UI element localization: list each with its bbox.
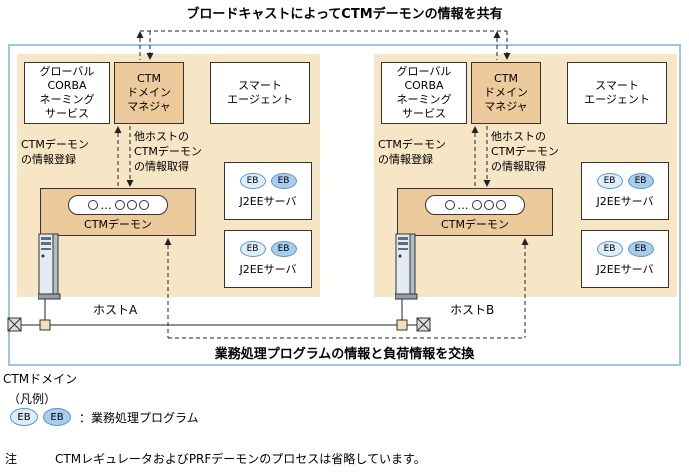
other-host-daemon-info-fetch-label: 他ホストの CTMデーモン の情報取得: [134, 130, 202, 173]
eb-group: EB EB: [239, 241, 297, 257]
j2ee-server-label: J2EEサーバ: [239, 263, 297, 276]
process-circle: [483, 200, 494, 210]
eb-oval: EB: [596, 173, 623, 189]
exchange-caption: 業務処理プログラムの情報と負荷情報を交換: [214, 347, 475, 362]
note: 注 CTMレギュレータおよびPRFデーモンのプロセスは省略しています。: [5, 450, 426, 467]
eb-oval: EB: [627, 173, 654, 189]
eb-oval: EB: [239, 173, 266, 189]
ctm-daemon-label: CTMデーモン: [441, 218, 509, 231]
legend-heading: （凡例）: [8, 392, 57, 406]
eb-oval: EB: [10, 408, 38, 426]
daemon-info-register-label: CTMデーモン の情報登録: [378, 138, 446, 166]
j2ee-server-box: EB EB J2EEサーバ: [581, 230, 669, 288]
process-circle: [138, 200, 149, 210]
eb-oval: EB: [270, 241, 297, 257]
daemon-processes-pill: …: [425, 195, 525, 215]
other-host-daemon-info-fetch-label: 他ホストの CTMデーモン の情報取得: [491, 130, 559, 173]
eb-oval: EB: [43, 408, 71, 426]
note-text: CTMレギュレータおよびPRFデーモンのプロセスは省略しています。: [55, 452, 426, 466]
eb-group: EB EB: [239, 173, 297, 189]
j2ee-server-label: J2EEサーバ: [596, 195, 654, 208]
legend-eb-row: EB EB ：業務処理プログラム: [10, 408, 199, 426]
eb-group: EB EB: [596, 173, 654, 189]
process-circle: [471, 200, 482, 210]
process-circle: [444, 200, 455, 210]
host-b-label: ホストB: [450, 303, 495, 317]
j2ee-server-box: EB EB J2EEサーバ: [224, 162, 312, 220]
j2ee-server-box: EB EB J2EEサーバ: [224, 230, 312, 288]
global-corba-naming-service-box: グローバル CORBA ネーミング サービス: [381, 62, 467, 124]
j2ee-server-label: J2EEサーバ: [596, 263, 654, 276]
j2ee-server-box: EB EB J2EEサーバ: [581, 162, 669, 220]
host-a-region: グローバル CORBA ネーミング サービス CTM ドメイン マネジャ スマー…: [17, 54, 320, 300]
ctm-daemon-box: … CTMデーモン: [40, 188, 196, 236]
server-tower-icon: [38, 233, 61, 300]
daemon-info-register-label: CTMデーモン の情報登録: [21, 138, 89, 166]
process-circle: [87, 200, 98, 210]
eb-group: EB EB: [596, 241, 654, 257]
eb-oval: EB: [239, 241, 266, 257]
process-circle: [495, 200, 506, 210]
eb-oval: EB: [627, 241, 654, 257]
host-b-region: グローバル CORBA ネーミング サービス CTM ドメイン マネジャ スマー…: [374, 54, 677, 300]
ctm-daemon-box: … CTMデーモン: [397, 188, 553, 236]
broadcast-caption: ブロードキャストによってCTMデーモンの情報を共有: [186, 7, 503, 22]
eb-oval: EB: [270, 173, 297, 189]
ctm-daemon-label: CTMデーモン: [84, 218, 152, 231]
process-ellipsis: …: [100, 198, 112, 212]
smart-agent-box: スマート エージェント: [210, 62, 310, 124]
eb-oval: EB: [596, 241, 623, 257]
ctm-domain-manager-box: CTM ドメイン マネジャ: [471, 62, 541, 124]
global-corba-naming-service-box: グローバル CORBA ネーミング サービス: [24, 62, 110, 124]
note-label: 注: [5, 452, 18, 466]
legend-description: ：業務処理プログラム: [79, 410, 199, 425]
daemon-processes-pill: …: [68, 195, 168, 215]
process-circle: [114, 200, 125, 210]
process-circle: [126, 200, 137, 210]
ctm-domain-manager-box: CTM ドメイン マネジャ: [114, 62, 184, 124]
j2ee-server-label: J2EEサーバ: [239, 195, 297, 208]
process-ellipsis: …: [457, 198, 469, 212]
server-tower-icon: [395, 233, 418, 300]
ctm-domain-label: CTMドメイン: [3, 372, 78, 386]
host-a-label: ホストA: [93, 303, 138, 317]
smart-agent-box: スマート エージェント: [567, 62, 667, 124]
